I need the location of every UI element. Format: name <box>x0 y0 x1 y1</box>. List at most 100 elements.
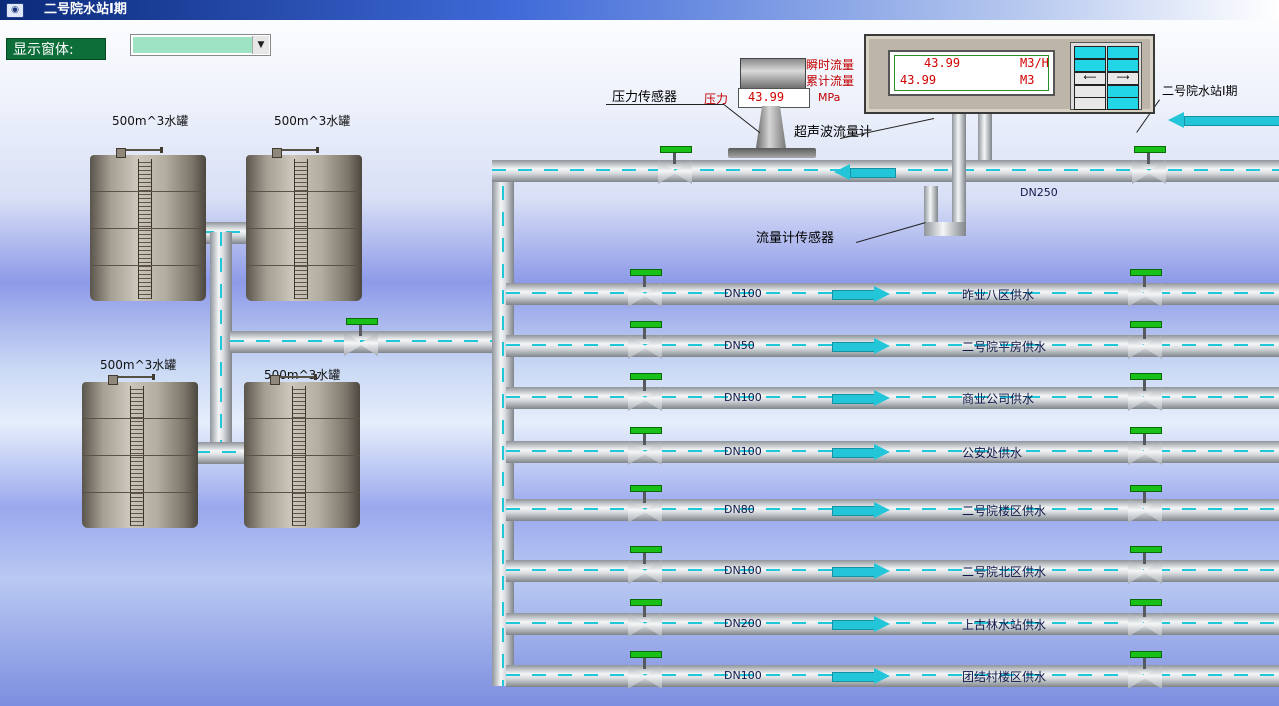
branch-valve-upstream[interactable] <box>622 485 668 525</box>
display-window-value <box>133 37 253 53</box>
branch-valve-downstream[interactable] <box>1122 485 1168 525</box>
main-valve-right[interactable] <box>1126 146 1172 186</box>
water-tank <box>82 374 198 528</box>
branch-name: 团结村楼区供水 <box>962 670 1047 684</box>
total-flow-value: 43.99 <box>900 73 937 87</box>
branch-size: DN100 <box>724 287 762 300</box>
flow-meter-caption: 超声波流量计 <box>794 125 873 140</box>
ultrasonic-flow-meter: 43.99 M3/H 43.99 M3 ⟵ ⟶ <box>864 34 1155 114</box>
branch-size: DN100 <box>724 391 762 404</box>
tank-label: 500m^3水罐 <box>112 114 189 128</box>
display-window-label: 显示窗体: <box>6 38 106 60</box>
branch-flow-arrow <box>832 668 892 684</box>
meter-key[interactable] <box>1107 59 1139 72</box>
meter-key[interactable] <box>1074 59 1106 72</box>
branch-size: DN50 <box>724 339 755 352</box>
branch-pipe <box>506 499 1279 521</box>
branch-valve-upstream[interactable] <box>622 373 668 413</box>
tank-bottom-link-pipe <box>196 442 246 464</box>
flowmeter-sensor-caption: 流量计传感器 <box>756 231 835 246</box>
app-icon: ◉ <box>6 3 24 18</box>
branch-name: 二号院北区供水 <box>962 565 1047 579</box>
branch-name: 上古林水站供水 <box>962 618 1047 632</box>
tank-label: 500m^3水罐 <box>100 358 177 372</box>
branch-pipe <box>506 283 1279 305</box>
branch-name: 商业公司供水 <box>962 392 1035 406</box>
branch-valve-upstream[interactable] <box>622 269 668 309</box>
branch-valve-upstream[interactable] <box>622 651 668 691</box>
tank-riser-pipe <box>210 232 232 452</box>
branch-flow-arrow <box>832 338 892 354</box>
branch-valve-downstream[interactable] <box>1122 651 1168 691</box>
tank-outlet-valve[interactable] <box>338 318 384 358</box>
instant-flow-label: 瞬时流量 <box>806 58 855 72</box>
branch-valve-downstream[interactable] <box>1122 321 1168 361</box>
tank-label: 500m^3水罐 <box>264 368 341 382</box>
branch-name: 昨业八区供水 <box>962 288 1035 302</box>
branch-valve-downstream[interactable] <box>1122 269 1168 309</box>
branch-valve-upstream[interactable] <box>622 546 668 586</box>
pressure-sensor-head <box>740 58 806 90</box>
arrow-right-icon[interactable]: ⟶ <box>1107 72 1139 85</box>
branch-flow-arrow <box>832 502 892 518</box>
branch-flow-arrow <box>832 616 892 632</box>
inlet-flow-arrow <box>1168 112 1279 128</box>
meter-key[interactable] <box>1074 46 1106 59</box>
water-tank <box>90 147 206 301</box>
pressure-unit: MPa <box>818 91 841 104</box>
pressure-label: 压力 <box>704 92 729 106</box>
water-tank <box>244 374 360 528</box>
branch-valve-upstream[interactable] <box>622 599 668 639</box>
flow-meter-keypad: ⟵ ⟶ <box>1070 42 1142 110</box>
branch-flow-arrow <box>832 390 892 406</box>
inlet-label: 二号院水站I期 <box>1162 84 1238 98</box>
window-title: 二号院水站I期 <box>44 2 127 17</box>
meter-key[interactable] <box>1107 97 1139 110</box>
display-window-select[interactable]: ▼ <box>130 34 271 56</box>
meter-key[interactable] <box>1074 97 1106 110</box>
branch-pipe <box>506 613 1279 635</box>
tank-label: 500m^3水罐 <box>274 114 351 128</box>
chevron-down-icon[interactable]: ▼ <box>252 36 269 54</box>
branch-flow-arrow <box>832 286 892 302</box>
branch-flow-arrow <box>832 563 892 579</box>
branch-size: DN100 <box>724 564 762 577</box>
branch-size: DN100 <box>724 669 762 682</box>
pressure-sensor-caption: 压力传感器 <box>612 90 678 105</box>
branch-valve-upstream[interactable] <box>622 427 668 467</box>
branch-size: DN200 <box>724 617 762 630</box>
pressure-sensor-body <box>756 106 786 148</box>
branch-valve-downstream[interactable] <box>1122 546 1168 586</box>
pressure-sensor-leader-line <box>606 104 724 105</box>
branch-size: DN100 <box>724 445 762 458</box>
main-riser-pipe <box>492 160 514 686</box>
instant-flow-unit: M3/H <box>1020 56 1049 70</box>
pressure-display: 43.99 <box>738 88 810 108</box>
main-pipe-size: DN250 <box>1020 186 1058 199</box>
branch-valve-upstream[interactable] <box>622 321 668 361</box>
total-flow-label: 累计流量 <box>806 74 855 88</box>
pressure-sensor-base <box>728 148 816 158</box>
arrow-left-icon[interactable]: ⟵ <box>1074 72 1106 85</box>
branch-valve-downstream[interactable] <box>1122 599 1168 639</box>
meter-key[interactable] <box>1107 46 1139 59</box>
flowmeter-sensor-pipe <box>924 222 966 236</box>
main-valve-left[interactable] <box>652 146 698 186</box>
branch-name: 二号院平房供水 <box>962 340 1047 354</box>
flow-meter-screen: 43.99 M3/H 43.99 M3 <box>888 50 1055 96</box>
total-flow-unit: M3 <box>1020 73 1035 87</box>
branch-pipe <box>506 441 1279 463</box>
branch-pipe <box>506 335 1279 357</box>
flowmeter-sensor-pipe <box>978 112 992 160</box>
branch-valve-downstream[interactable] <box>1122 427 1168 467</box>
branch-valve-downstream[interactable] <box>1122 373 1168 413</box>
title-bar: ◉ 二号院水站I期 <box>0 0 1279 20</box>
branch-name: 公安处供水 <box>962 446 1023 460</box>
flowmeter-sensor-pipe <box>952 110 966 234</box>
branch-flow-arrow <box>832 444 892 460</box>
branch-pipe <box>506 387 1279 409</box>
flowmeter-sensor-leader-line <box>856 222 926 243</box>
instant-flow-value: 43.99 <box>924 56 961 70</box>
branch-pipe <box>506 665 1279 687</box>
branch-pipe <box>506 560 1279 582</box>
